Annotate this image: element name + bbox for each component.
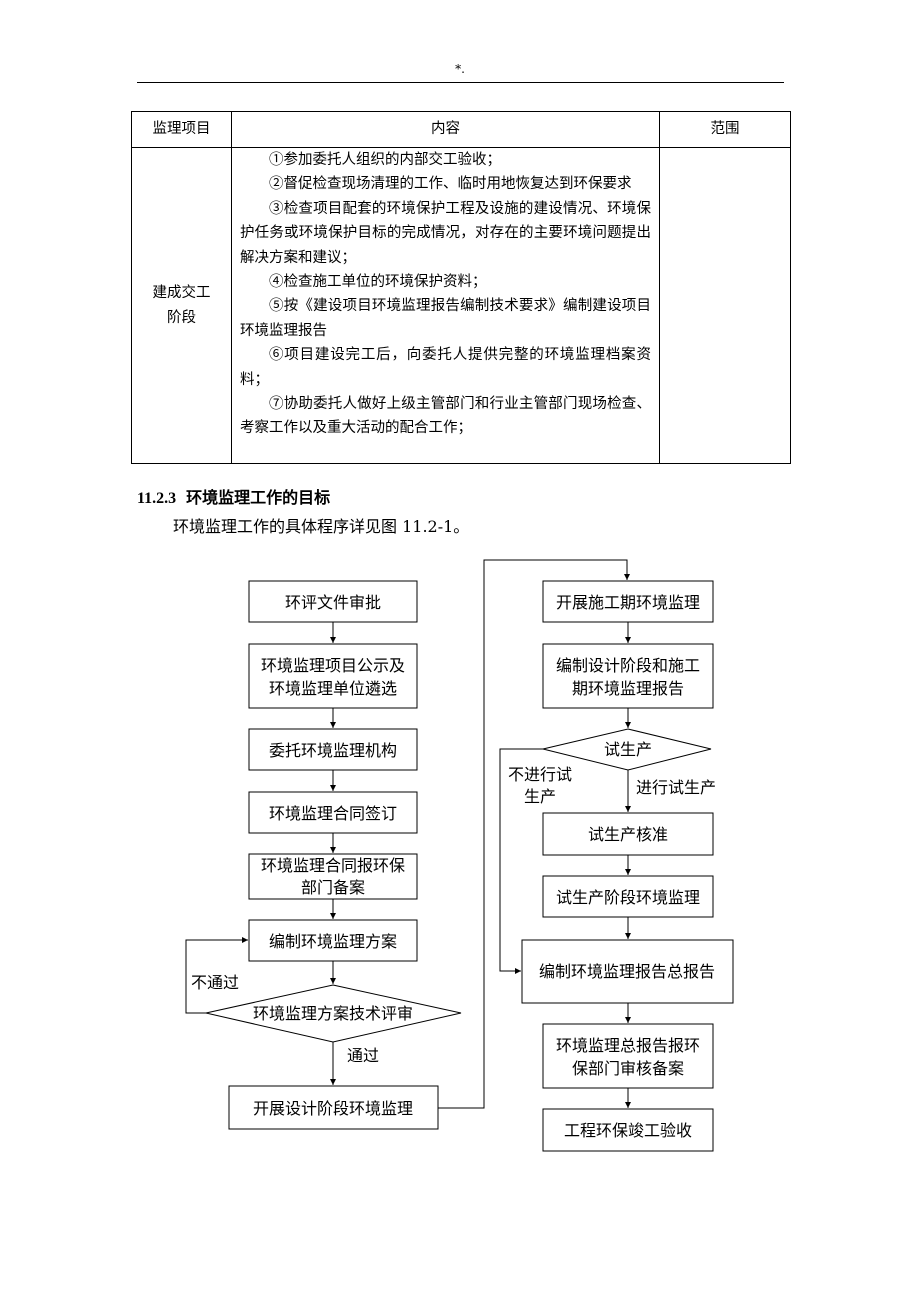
table-row: 建成交工 阶段 ①参加委托人组织的内部交工验收； ②督促检查现场清理的工作、临时… — [131, 147, 791, 464]
node-report-filing-line2: 保部门审核备案 — [572, 1059, 684, 1078]
node-design-stage-supervision — [228, 1085, 439, 1130]
content-item-3: ③检查项目配套的环境保护工程及设施的建设情况、环境保护任务或环境保护目标的完成情… — [240, 200, 651, 266]
node-report-drafting — [542, 643, 714, 709]
node-completion-acceptance — [542, 1108, 714, 1152]
stage-label-line2: 阶段 — [167, 309, 196, 326]
section-intro: 环境监理工作的具体程序详见图 11.2-1。 — [173, 517, 470, 536]
content-item-5: ⑤按《建设项目环境监理报告编制技术要求》编制建设项目环境监理报告 — [240, 298, 651, 339]
section-number: 11.2.3 — [137, 490, 177, 507]
node-publicity-selection-line2: 环境监理单位遴选 — [269, 679, 397, 698]
node-publicity-selection — [248, 643, 418, 709]
node-publicity-selection-line1: 环境监理项目公示及 — [261, 656, 405, 675]
arrow-trial-no — [499, 748, 543, 974]
node-report-drafting-line2: 期环境监理报告 — [572, 679, 684, 698]
node-contract-filing — [248, 853, 418, 900]
label-no-trial-line1: 不进行试 — [508, 765, 572, 784]
node-contract-signing-label: 环境监理合同签订 — [269, 804, 397, 823]
content-item-4: ④检查施工单位的环境保护资料； — [269, 274, 487, 291]
section-heading: 11.2.3 环境监理工作的目标 — [137, 484, 330, 508]
header-item: 监理项目 — [131, 111, 232, 148]
node-trial-approval-label: 试生产核准 — [588, 825, 668, 844]
label-fail: 不通过 — [191, 973, 239, 992]
header-rule — [137, 82, 784, 83]
node-report-filing-line1: 环境监理总报告报环 — [556, 1036, 700, 1055]
label-no-trial-line2: 生产 — [524, 787, 556, 806]
node-entrust-agency-label: 委托环境监理机构 — [269, 741, 397, 760]
node-plan-drafting-label: 编制环境监理方案 — [269, 932, 397, 951]
content-item-6: ⑥项目建设完工后，向委托人提供完整的环境监理档案资料； — [240, 347, 651, 388]
decision-plan-review-label: 环境监理方案技术评审 — [253, 1004, 413, 1023]
label-pass: 通过 — [347, 1046, 379, 1065]
node-construction-supervision — [542, 580, 714, 623]
label-yes-trial: 进行试生产 — [636, 778, 716, 797]
node-entrust-agency — [248, 728, 418, 771]
section-title: 环境监理工作的目标 — [186, 488, 331, 507]
node-contract-filing-line1: 环境监理合同报环保 — [261, 856, 405, 875]
arrow-fail-loop — [185, 937, 248, 1014]
stage-cell: 建成交工 阶段 — [131, 147, 232, 464]
node-final-report — [521, 939, 734, 1004]
arrow-to-construction — [438, 559, 630, 1109]
node-trial-supervision-label: 试生产阶段环境监理 — [556, 888, 700, 907]
node-design-stage-supervision-label: 开展设计阶段环境监理 — [253, 1099, 413, 1118]
node-contract-filing-line2: 部门备案 — [301, 878, 365, 897]
header-content: 内容 — [231, 111, 660, 148]
node-final-report-label: 编制环境监理报告总报告 — [539, 962, 715, 981]
node-trial-approval — [542, 812, 714, 856]
supervision-table: 监理项目 内容 范围 建成交工 阶段 ①参加委托人组织的内部交工验收； ②督促检… — [131, 111, 791, 464]
node-contract-signing — [248, 791, 418, 834]
node-construction-supervision-label: 开展施工期环境监理 — [556, 593, 700, 612]
content-item-1: ①参加委托人组织的内部交工验收； — [269, 152, 501, 168]
scope-cell — [659, 147, 791, 464]
decision-trial-production-label: 试生产 — [604, 740, 652, 759]
node-eia-approval-label: 环评文件审批 — [285, 593, 381, 612]
node-plan-drafting — [248, 919, 418, 962]
node-completion-acceptance-label: 工程环保竣工验收 — [564, 1121, 692, 1140]
content-cell: ①参加委托人组织的内部交工验收； ②督促检查现场清理的工作、临时用地恢复达到环保… — [231, 147, 660, 464]
content-item-2: ②督促检查现场清理的工作、临时用地恢复达到环保要求 — [269, 176, 632, 193]
header-mark: *. — [455, 62, 465, 76]
node-report-drafting-line1: 编制设计阶段和施工 — [556, 656, 700, 675]
stage-label-line1: 建成交工 — [152, 285, 211, 302]
content-item-7: ⑦协助委托人做好上级主管部门和行业主管部门现场检查、考察工作以及重大活动的配合工… — [240, 396, 651, 437]
node-report-filing — [542, 1023, 714, 1089]
